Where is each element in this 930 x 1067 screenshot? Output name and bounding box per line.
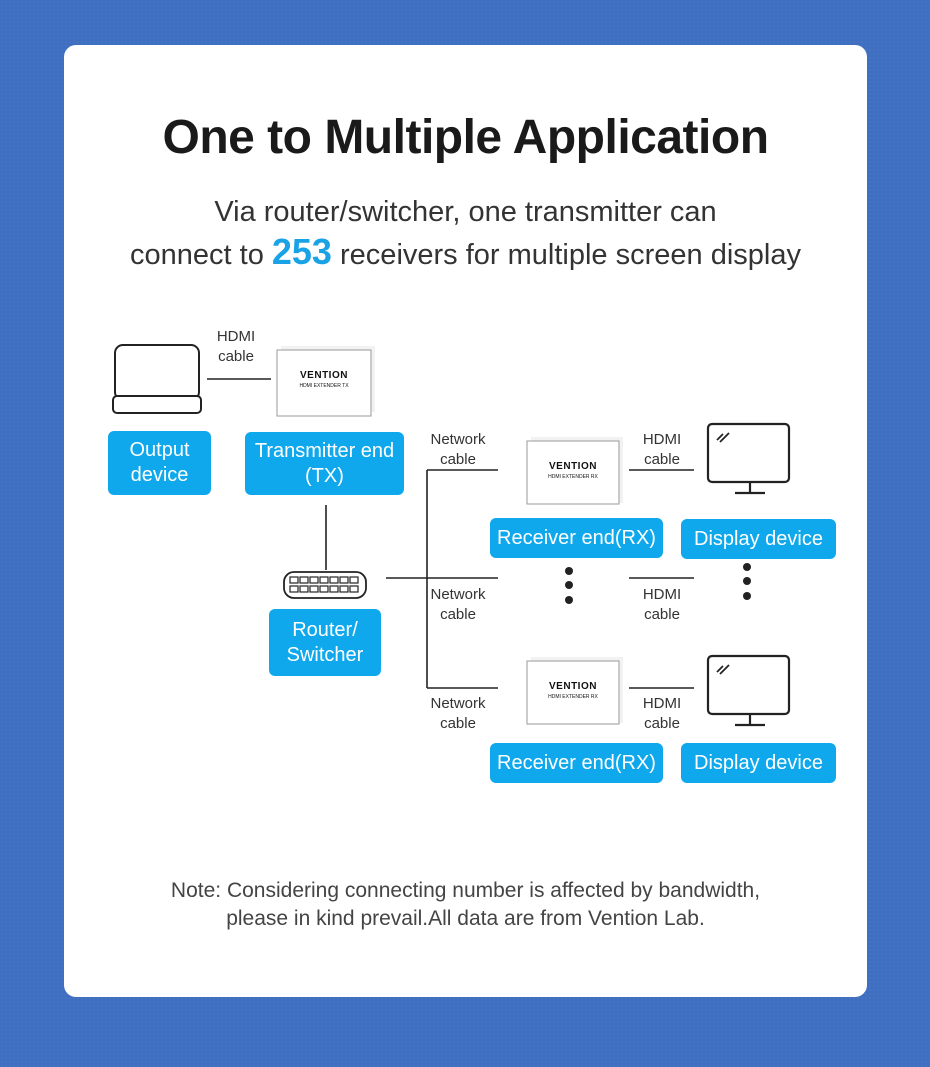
label-transmitter: Transmitter end (TX) bbox=[245, 432, 404, 495]
rx-brand-text-bottom: VENTION bbox=[549, 681, 597, 692]
label-router: Router/ Switcher bbox=[269, 609, 381, 676]
cable-label-network-middle: Network cable bbox=[430, 586, 486, 623]
subtitle-line-2: connect to 253 receivers for multiple sc… bbox=[64, 232, 867, 275]
monitor-icon-top bbox=[706, 422, 791, 495]
output-device-icon bbox=[112, 344, 202, 414]
label-display-bottom: Display device bbox=[681, 743, 836, 783]
rx-model-text-top: HDMI EXTENDER RX bbox=[548, 474, 598, 480]
rx-brand-text-top: VENTION bbox=[549, 461, 597, 472]
cable-label-hdmi-bottom: HDMI cable bbox=[642, 695, 682, 732]
router-icon bbox=[283, 571, 367, 599]
label-output-device: Output device bbox=[108, 431, 211, 495]
transmitter-box-icon bbox=[276, 346, 375, 417]
note-line-1: Note: Considering connecting number is a… bbox=[170, 879, 761, 902]
monitor-icon-bottom bbox=[706, 654, 791, 727]
subtitle-line-1: Via router/switcher, one transmitter can bbox=[214, 196, 717, 228]
ellipsis-dots-display bbox=[743, 563, 751, 600]
receiver-box-icon-bottom bbox=[526, 657, 623, 725]
page-title: One to Multiple Application bbox=[162, 111, 769, 164]
label-receiver-bottom: Receiver end(RX) bbox=[490, 743, 663, 783]
label-receiver-top: Receiver end(RX) bbox=[490, 518, 663, 558]
receiver-count: 253 bbox=[271, 231, 332, 272]
footnote: Note: Considering connecting number is a… bbox=[64, 877, 867, 933]
cable-label-network-bottom: Network cable bbox=[430, 695, 486, 732]
subtitle-pre: connect to bbox=[130, 239, 272, 271]
cable-label-hdmi-middle: HDMI cable bbox=[642, 586, 682, 623]
receiver-box-icon-top bbox=[526, 437, 623, 505]
tx-brand-text: VENTION bbox=[300, 370, 348, 381]
subtitle-post: receivers for multiple screen display bbox=[331, 239, 801, 271]
ellipsis-dots-rx bbox=[565, 567, 573, 604]
note-line-2: please in kind prevail.All data are from… bbox=[226, 907, 705, 930]
cable-label-hdmi-top: HDMI cable bbox=[642, 431, 682, 468]
connection-lines bbox=[207, 378, 694, 689]
page-subtitle: Via router/switcher, one transmitter can… bbox=[64, 193, 867, 275]
cable-label-hdmi-source: HDMI cable bbox=[216, 328, 256, 365]
rx-model-text-bottom: HDMI EXTENDER RX bbox=[548, 694, 598, 700]
tx-model-text: HDMI EXTENDER TX bbox=[299, 383, 349, 389]
cable-label-network-top: Network cable bbox=[430, 431, 486, 468]
label-display-top: Display device bbox=[681, 519, 836, 559]
